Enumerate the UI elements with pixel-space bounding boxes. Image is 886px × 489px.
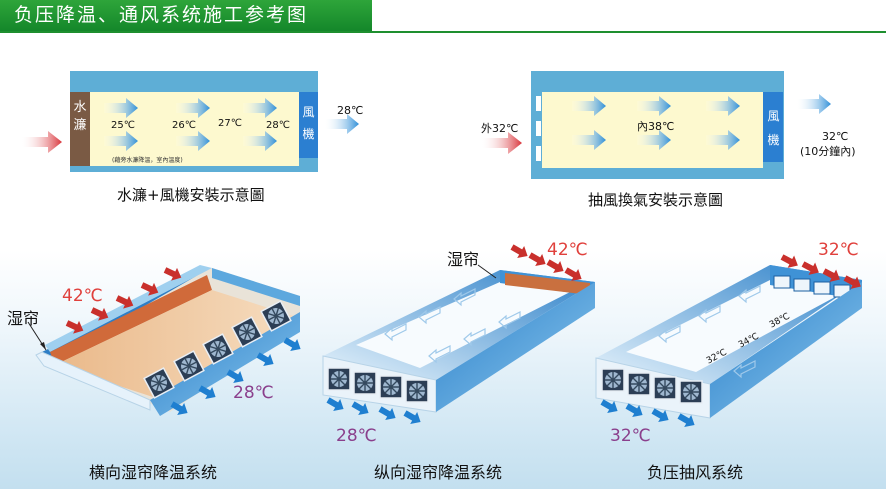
- outlet-note-right: (10分鐘內): [800, 145, 856, 158]
- longitudinal-building: [322, 240, 595, 429]
- caption-crossflow: 横向湿帘降温系统: [89, 463, 218, 482]
- caption-exhaust: 抽風換氣安裝示意圖: [588, 191, 724, 209]
- hot-temp-2: 42℃: [547, 240, 588, 260]
- temp-label-1: 25℃: [111, 120, 135, 131]
- curtain-fan-diagram: [22, 71, 359, 172]
- fan-label-right: 風 機: [767, 109, 780, 147]
- temp-label-3: 27℃: [218, 118, 242, 129]
- title-divider: [0, 31, 886, 33]
- temp-label-4: 28℃: [266, 120, 290, 131]
- caption-longitudinal: 纵向湿帘降温系统: [374, 463, 503, 482]
- hot-temp-1: 42℃: [62, 286, 103, 306]
- caption-negative-pressure: 负压抽风系统: [647, 463, 744, 482]
- inside-temp: 內38℃: [637, 120, 675, 133]
- cool-temp-1: 28℃: [233, 383, 274, 403]
- outflow-arrow: [325, 114, 359, 134]
- curtain-label-2: 湿帘: [447, 250, 480, 269]
- temp-label-2: 26℃: [172, 120, 196, 131]
- negative-pressure-building: [595, 250, 865, 432]
- exhaust-ventilation-diagram: [482, 71, 831, 179]
- cool-temp-2: 28℃: [336, 426, 377, 446]
- fan-label: 風 機: [302, 105, 315, 141]
- outlet-temp-right: 32℃: [822, 130, 849, 143]
- curtain-label-1: 湿帘: [7, 309, 40, 328]
- outside-temp: 外32℃: [481, 122, 519, 135]
- exhaust-fan-block: [299, 92, 318, 158]
- outlet-temp: 28℃: [337, 104, 364, 117]
- inflow-hot-arrow: [22, 131, 62, 153]
- caption-curtain-fan: 水濂+風機安裝示意圖: [117, 186, 265, 204]
- crossflow-building: [27, 263, 305, 420]
- water-curtain: [70, 92, 90, 166]
- cool-temp-3: 32℃: [610, 426, 651, 446]
- curtain-label: 水 濂: [73, 100, 87, 133]
- room-note: (藉旁水濂降溫，室內溫度): [112, 157, 183, 164]
- page-title: 负压降温、通风系统施工参考图: [0, 0, 372, 31]
- hot-temp-3: 32℃: [818, 240, 859, 260]
